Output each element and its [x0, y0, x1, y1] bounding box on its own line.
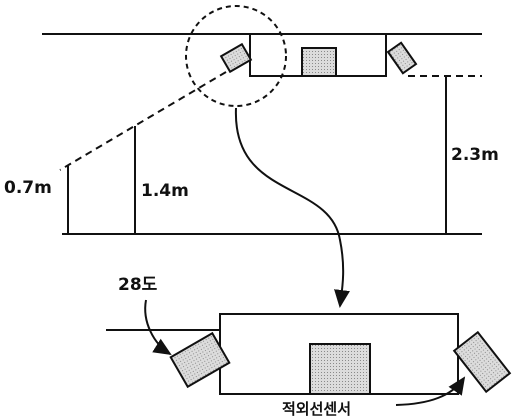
sensor-label-arrow	[395, 376, 466, 406]
sensor-window-top	[301, 47, 337, 77]
sensor-window-bottom	[309, 343, 371, 395]
label-angle: 28도	[118, 275, 158, 295]
label-height-high: 2.3m	[451, 145, 499, 165]
label-sensor: 적외선센서	[282, 400, 351, 418]
label-height-low: 0.7m	[4, 178, 52, 198]
infrared-sensor-icon	[386, 41, 418, 75]
infrared-sensor-icon	[452, 330, 512, 394]
infrared-sensor-icon	[169, 331, 231, 389]
curved-arrow	[234, 107, 350, 308]
magnify-circle	[185, 5, 287, 107]
angle-arrow	[144, 299, 172, 356]
label-height-mid: 1.4m	[141, 181, 189, 201]
infrared-sensor-icon	[219, 42, 253, 74]
dashed-detection-line	[59, 71, 227, 171]
